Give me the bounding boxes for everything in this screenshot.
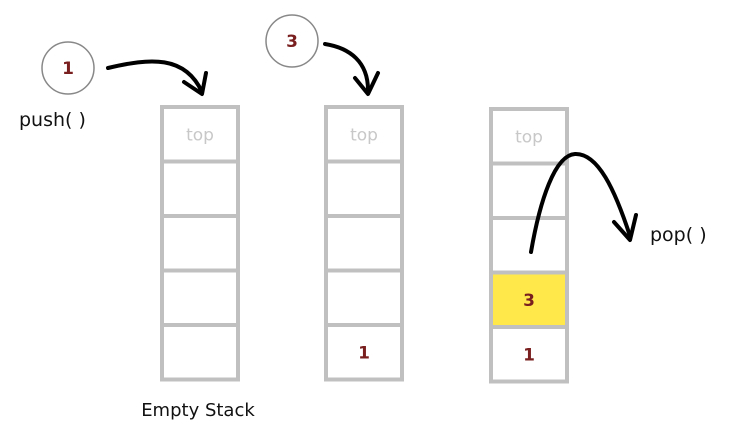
stack-cell [324,159,404,218]
stack-cell [160,268,240,327]
stacks-layer: top top 1 top 3 1 [160,105,569,384]
cell-value: 1 [523,345,535,365]
empty-stack-caption: Empty Stack [141,400,255,421]
top-label: top [515,127,543,147]
stack-cell [324,268,404,327]
pop-operation-label: pop( ) [650,224,707,246]
pop-arrow [529,151,638,254]
push-value-label: 1 [62,59,74,79]
stack-3: top 3 1 [489,107,569,384]
stack-cell [160,159,240,218]
stack-1: top [160,105,240,382]
second-value-circle: 3 [265,14,319,68]
cell-value: 1 [358,343,370,363]
cell-value: 3 [523,291,535,311]
stack-top-cell: top [324,105,404,164]
top-label: top [350,125,378,145]
stack-cell: 3 [489,270,569,329]
stack-cell [324,214,404,273]
stack-top-cell: top [160,105,240,164]
push-operation-label: push( ) [19,109,86,131]
stack-cell: 1 [489,325,569,384]
stack-cell: 1 [324,323,404,382]
push-arrow-2 [323,42,380,96]
stack-cell [489,216,569,275]
push-value-circle: 1 [41,41,95,95]
stack-cell [160,323,240,382]
stack-cell [160,214,240,273]
push-arrow-1 [106,59,208,96]
stack-2: top 1 [324,105,404,382]
second-value-label: 3 [286,32,298,52]
top-label: top [186,125,214,145]
stack-top-cell: top [489,107,569,166]
